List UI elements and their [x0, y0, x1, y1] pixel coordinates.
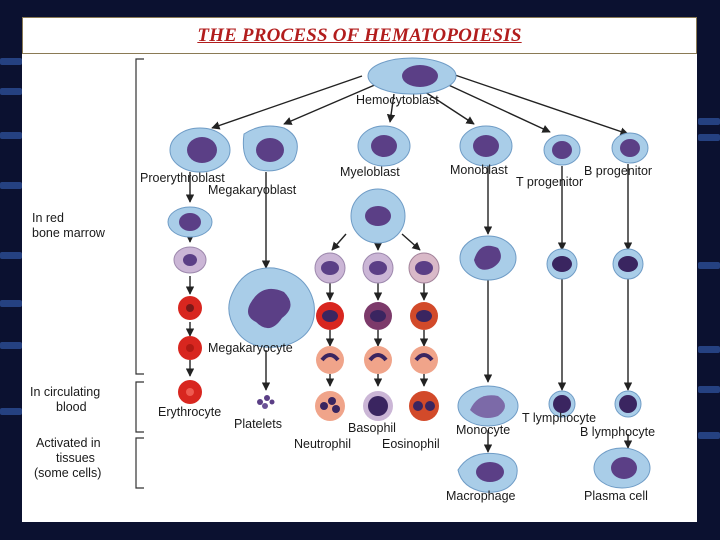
label-platelets: Platelets: [234, 417, 282, 431]
lineage-arrows: [185, 73, 633, 453]
platelets-icon: [257, 395, 275, 409]
label-megakaryoblast: Megakaryoblast: [208, 183, 297, 197]
b-progenitor-cell: [611, 132, 649, 164]
stage-label-marrow-2: bone marrow: [32, 226, 106, 240]
t-lymphoblast-cell: [546, 248, 578, 280]
neutrophil-cell: [315, 391, 345, 421]
stage-label-blood-2: blood: [56, 400, 87, 414]
label-eosinophil: Eosinophil: [382, 437, 440, 451]
stage-brackets: [135, 58, 144, 489]
label-plasma-cell: Plasma cell: [584, 489, 648, 503]
t-lymphocyte-cell: [548, 390, 576, 418]
stage-label-blood-1: In circulating: [30, 385, 100, 399]
stage-label-tissue-2: tissues: [56, 451, 95, 465]
stage-label-tissue-1: Activated in: [36, 436, 101, 450]
label-monocyte: Monocyte: [456, 423, 510, 437]
plasma-cell: [593, 447, 651, 489]
b-lymphoblast-cell: [612, 248, 644, 280]
reticulocyte-cell: [178, 296, 202, 320]
label-monoblast: Monoblast: [450, 163, 508, 177]
promonocyte-cell: [459, 235, 517, 281]
neutrophilic-myelocyte: [314, 252, 346, 284]
label-b-lymphocyte: B lymphocyte: [580, 425, 655, 439]
early-erythrocyte-cell: [178, 336, 202, 360]
label-megakaryocyte: Megakaryocyte: [208, 341, 293, 355]
normoblast-cell: [173, 246, 207, 274]
t-progenitor-cell: [543, 134, 581, 166]
label-t-lymphocyte: T lymphocyte: [522, 411, 596, 425]
hemocytoblast-cell: [367, 57, 457, 95]
megakaryocyte-cell: [228, 267, 315, 348]
eosinophil-cell: [409, 391, 439, 421]
b-lymphocyte-cell: [614, 390, 642, 418]
neutrophilic-metamyelocyte: [316, 302, 344, 330]
basophil-cell: [363, 391, 393, 421]
basophilic-metamyelocyte: [364, 302, 392, 330]
megakaryoblast-cell: [242, 125, 298, 172]
proerythroblast-cell: [169, 127, 231, 173]
basophilic-myelocyte: [362, 252, 394, 284]
slide-title-box: THE PROCESS OF HEMATOPOIESIS: [22, 17, 697, 54]
slide-title: THE PROCESS OF HEMATOPOIESIS: [197, 24, 522, 46]
eosinophilic-band: [410, 346, 438, 374]
eosinophilic-myelocyte: [408, 252, 440, 284]
diagram-canvas: In red bone marrow In circulating blood …: [30, 57, 655, 503]
basophilic-band: [364, 346, 392, 374]
basophilic-erythroblast-cell: [167, 206, 213, 238]
erythrocyte-cell: [178, 380, 202, 404]
hematopoiesis-diagram: In red bone marrow In circulating blood …: [22, 54, 697, 522]
label-neutrophil: Neutrophil: [294, 437, 351, 451]
label-t-progenitor: T progenitor: [516, 175, 583, 189]
label-macrophage: Macrophage: [446, 489, 516, 503]
myeloblast-cell: [357, 125, 411, 167]
monoblast-cell: [459, 125, 513, 167]
myelocyte-row: [350, 188, 406, 244]
label-proerythroblast: Proerythroblast: [140, 171, 225, 185]
eosinophilic-metamyelocyte: [410, 302, 438, 330]
label-b-progenitor: B progenitor: [584, 164, 652, 178]
stage-label-marrow-1: In red: [32, 211, 64, 225]
neutrophilic-band: [316, 346, 344, 374]
label-myeloblast: Myeloblast: [340, 165, 400, 179]
monocyte-cell: [457, 385, 519, 427]
stage-label-tissue-3: (some cells): [34, 466, 101, 480]
label-hemocytoblast: Hemocytoblast: [356, 93, 439, 107]
macrophage-cell: [457, 452, 518, 493]
label-basophil: Basophil: [348, 421, 396, 435]
label-erythrocyte: Erythrocyte: [158, 405, 221, 419]
